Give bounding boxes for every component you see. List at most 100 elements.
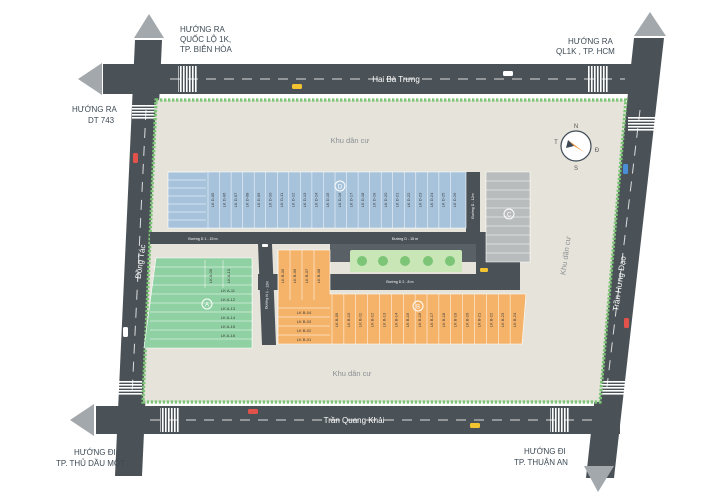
lot-label: LK B-02 (297, 328, 312, 333)
lot-label: LK B-11 (358, 312, 363, 327)
lot-label: LK B-24 (512, 312, 517, 327)
lot-label: LK B-07 (304, 268, 309, 283)
lot-label: LK D-22 (406, 192, 411, 207)
lot-label: LK B-03 (297, 319, 312, 324)
car-icon (470, 423, 480, 428)
arrow-left-top-icon (78, 63, 102, 95)
lot-label: LK B-16 (417, 312, 422, 327)
arrow-up-right-icon (634, 12, 666, 36)
arrow-up-left-icon (134, 14, 164, 38)
road-label-internal-1: Đường D 1 - 15 m (188, 237, 217, 241)
perimeter-greenery (141, 98, 628, 404)
lot-label: LK D-14 (314, 192, 319, 207)
lot-label: LK D-24 (429, 192, 434, 207)
lot-label: LK B-19 (453, 312, 458, 327)
block-a-label: A (205, 303, 209, 309)
lot-label: LK A-14 (221, 315, 236, 320)
car-icon (292, 84, 302, 89)
svg-text:TP. THỦ DẦU MỘT: TP. THỦ DẦU MỘT (56, 458, 125, 468)
lot-label: LK A-12 (221, 297, 236, 302)
lot-label: LK A-11 (221, 288, 236, 293)
car-icon (262, 244, 268, 247)
lot-label: LK D-23 (418, 192, 423, 207)
lot-label: LK B-23 (500, 312, 505, 327)
vehicles (123, 71, 629, 428)
lot-label: LK B-13 (381, 312, 386, 327)
block-c-label: C (507, 213, 512, 219)
car-icon (123, 327, 128, 337)
arrow-down-right-icon (584, 466, 614, 492)
car-icon (133, 153, 138, 163)
lot-label: LK B-15 (405, 312, 410, 327)
lot-label: LK D-19 (371, 192, 376, 207)
road-label-internal-3: Đường D 2 - 8 m (386, 280, 413, 284)
block-b-label: B (416, 305, 420, 311)
car-icon (624, 318, 629, 328)
lot-label: LK D-12 (291, 192, 296, 207)
svg-text:HƯỚNG RA: HƯỚNG RA (72, 105, 117, 114)
road-label-internal-2: Đường D - 15 m (392, 237, 418, 241)
road-label-internal-vertical-left: Đường N 1 - 12m (265, 281, 270, 309)
lot-label: LK B-22 (488, 312, 493, 327)
lot-label: LK D-06 (221, 192, 226, 207)
svg-text:TP. BIÊN HÒA: TP. BIÊN HÒA (180, 45, 233, 54)
compass-needle-icon (568, 140, 584, 152)
lot-label: LK B-21 (476, 312, 481, 327)
lot-label: LK B-10 (346, 312, 351, 327)
compass-w: T (554, 140, 558, 146)
lot-label: LK B-18 (441, 312, 446, 327)
lot-label: LK B-05 (280, 268, 285, 283)
car-icon (503, 71, 513, 76)
arrow-left-bottom-icon (70, 404, 94, 436)
svg-text:HƯỚNG RA: HƯỚNG RA (568, 37, 613, 46)
block-c: C (485, 171, 531, 263)
compass: N S Đ T (554, 124, 600, 172)
car-icon (480, 268, 488, 272)
internal-roads (150, 172, 520, 345)
svg-text:DT 743: DT 743 (88, 116, 115, 125)
road-label-bottom: Trần Quang Khải (324, 416, 385, 425)
compass-n: N (574, 124, 578, 130)
lot-label: LK D-13 (302, 192, 307, 207)
lot-label: LK D-20 (383, 192, 388, 207)
road-label-top: Hai Bà Trưng (372, 75, 420, 84)
direction-arrows (70, 12, 666, 492)
lot-label: LK D-21 (395, 192, 400, 207)
lot-label: LK D-17 (348, 192, 353, 207)
central-park (350, 250, 462, 272)
lot-label: LK B-01 (297, 337, 312, 342)
lot-label: LK D-15 (325, 192, 330, 207)
lot-label: LK B-14 (393, 312, 398, 327)
lot-label: LK B-20 (465, 312, 470, 327)
lot-label: LK D-05 (210, 192, 215, 207)
zone-label-top: Khu dân cư (331, 136, 370, 145)
direction-label-bottom-left: HƯỚNG ĐI TP. THỦ DẦU MỘT (56, 448, 125, 468)
lot-label: LK D-18 (360, 192, 365, 207)
svg-text:HƯỚNG ĐI: HƯỚNG ĐI (524, 447, 566, 456)
road-label-internal-vertical-right: Đường D - 12m (471, 193, 475, 218)
lot-label: LK D-09 (256, 192, 261, 207)
lot-label: LK B-06 (292, 268, 297, 283)
lot-label: LK A-13 (221, 306, 236, 311)
lot-label: LK D-08 (244, 192, 249, 207)
lot-label: LK B-08 (316, 268, 321, 283)
car-icon (248, 409, 258, 414)
direction-label-bottom-right: HƯỚNG ĐI TP. THUẬN AN (514, 447, 568, 467)
lot-label: LK D-11 (279, 192, 284, 207)
compass-e: Đ (595, 148, 600, 154)
svg-text:TP. THUẬN AN: TP. THUẬN AN (514, 458, 568, 467)
compass-s: S (574, 166, 578, 172)
lot-label: LK A-16 (221, 333, 236, 338)
lot-label: LK D-16 (337, 192, 342, 207)
zone-label-bottom: Khu dân cư (333, 369, 372, 378)
lot-label: LK D-10 (268, 192, 273, 207)
road-network (96, 38, 664, 478)
direction-label-top-left: HƯỚNG RA QUỐC LỘ 1K, TP. BIÊN HÒA (180, 25, 233, 54)
lot-label: LK D-25 (441, 192, 446, 207)
lot-label: LK A-15 (221, 324, 236, 329)
svg-text:QUỐC LỘ 1K,: QUỐC LỘ 1K, (180, 34, 231, 44)
direction-label-top-right: HƯỚNG RA QL1K , TP. HCM (556, 37, 615, 56)
